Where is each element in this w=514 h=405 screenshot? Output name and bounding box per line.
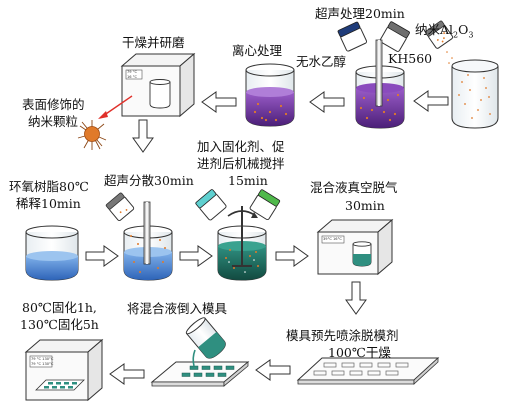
label-ultrasound-20: 超声处理20min bbox=[315, 6, 405, 21]
beaker-stirring bbox=[217, 206, 267, 281]
cure-oven-readout-1: 79 °C 130°C bbox=[31, 357, 54, 361]
vial-anhydrous-ethanol bbox=[337, 21, 368, 52]
pour-stream bbox=[192, 349, 196, 367]
beaker-centrifuge bbox=[245, 63, 295, 127]
label-centrifuge: 离心处理 bbox=[232, 43, 283, 58]
beaker-nano-al2o3 bbox=[451, 59, 499, 129]
mold-plate-release bbox=[296, 357, 440, 385]
vial-kh560 bbox=[379, 21, 410, 52]
label-nano-al2o3: 纳米Al2O3 bbox=[415, 22, 474, 40]
arrow-down-1 bbox=[132, 119, 154, 153]
arrow-left-1 bbox=[413, 90, 449, 112]
powder-falling bbox=[446, 51, 453, 64]
arrow-right-2 bbox=[179, 245, 213, 267]
label-vacuum-2: 30min bbox=[345, 198, 385, 213]
label-add-curing-2: 进剂后机械搅拌 bbox=[197, 156, 285, 171]
label-add-curing-3: 15min bbox=[228, 173, 268, 188]
label-epoxy-2: 稀释10min bbox=[16, 196, 81, 211]
cure-oven-readout-2: 79 °C 130°C bbox=[31, 362, 54, 366]
arrow-right-1 bbox=[85, 245, 119, 267]
arrow-left-3 bbox=[201, 91, 237, 113]
label-vacuum-1: 混合液真空脱气 bbox=[310, 180, 398, 195]
arrow-right-3 bbox=[275, 245, 309, 267]
label-dry-grind: 干燥并研磨 bbox=[122, 35, 185, 50]
label-cure-2: 130℃固化5h bbox=[20, 317, 99, 332]
label-mold-2: 100℃干燥 bbox=[328, 345, 391, 360]
vial-nano-al2o3 bbox=[425, 20, 454, 49]
nanoparticle-icon bbox=[77, 120, 107, 150]
label-add-curing-1: 加入固化剂、促 bbox=[197, 139, 285, 154]
beaker-ultrasound-purple bbox=[355, 39, 405, 129]
label-surface-modified-2: 纳米颗粒 bbox=[28, 114, 79, 129]
oven-vacuum bbox=[316, 218, 394, 276]
vacuum-oven-readout: 39°C 16°C bbox=[323, 237, 342, 241]
arrow-left-4 bbox=[255, 359, 291, 381]
arrow-left-5 bbox=[109, 363, 145, 385]
arrow-down-2 bbox=[345, 281, 367, 315]
vial-pouring-particles bbox=[105, 192, 135, 222]
label-anhydrous-ethanol: 无水乙醇 bbox=[296, 54, 347, 69]
mold-plate-filled bbox=[150, 361, 250, 387]
label-cure-1: 80℃固化1h, bbox=[22, 300, 97, 315]
label-kh560: KH560 bbox=[388, 51, 433, 66]
dry-oven-readout-1: 79 °C bbox=[127, 70, 138, 74]
beaker-pouring bbox=[185, 317, 226, 359]
label-pour-mold: 将混合液倒入模具 bbox=[127, 301, 228, 316]
oven-curing bbox=[24, 338, 104, 402]
label-ultrasound-disperse: 超声分散30min bbox=[104, 173, 194, 188]
oven-dry bbox=[120, 52, 196, 118]
vial-accelerator bbox=[249, 189, 281, 221]
label-mold-1: 模具预先喷涂脱模剂 bbox=[286, 328, 399, 343]
label-epoxy-1: 环氧树脂80℃ bbox=[9, 179, 89, 194]
beaker-epoxy bbox=[25, 225, 79, 281]
beaker-ultrasound-disperse bbox=[123, 201, 173, 281]
label-surface-modified-1: 表面修饰的 bbox=[22, 97, 85, 112]
dry-oven-readout-2: 16 °C bbox=[127, 74, 138, 79]
red-arrow bbox=[98, 95, 133, 119]
arrow-left-2 bbox=[309, 91, 345, 113]
vial-curing-agent bbox=[195, 189, 227, 221]
